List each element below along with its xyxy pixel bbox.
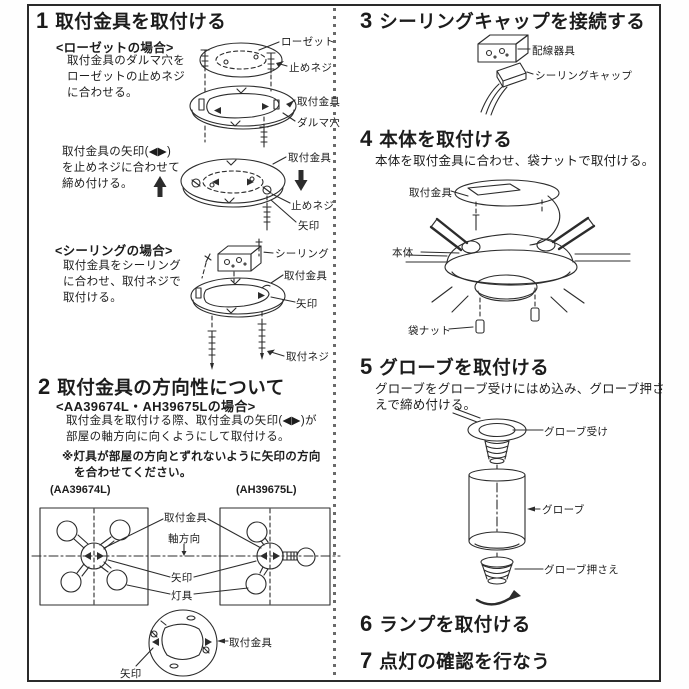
step4-title: 本体を取付ける (379, 129, 513, 150)
ceiling-instruction-line: 取付ける。 (63, 292, 122, 304)
step2-instruction-line: 部屋の軸方向に向くようにして取付ける。 (66, 431, 290, 443)
label-globe-retainer: グローブ押さえ (544, 564, 619, 576)
rosette-diagram (189, 41, 297, 148)
label-globe: グローブ (542, 504, 585, 516)
step4-heading: 4 本体を取付ける (360, 126, 512, 152)
label-bracket: 取付金具 (229, 637, 273, 649)
ceiling-case-heading: <シーリングの場合> (55, 244, 173, 258)
step1-heading: 1 取付金具を取付ける (36, 8, 226, 34)
label-body: 本体 (392, 247, 414, 259)
step2-title: 取付金具の方向性について (57, 377, 285, 398)
step5-heading: 5 グローブを取付ける (360, 354, 549, 380)
label-arrow: 矢印 (298, 220, 320, 232)
label-stop-screw: 止めネジ (289, 62, 333, 74)
ceiling-case-diagram (190, 238, 296, 370)
step6-number: 6 (360, 611, 373, 636)
label-lamp: 灯具 (171, 590, 193, 602)
step7-heading: 7 点灯の確認を行なう (360, 648, 550, 674)
step7-number: 7 (360, 648, 373, 673)
label-rosette: ローゼット (281, 36, 335, 48)
column-divider (333, 8, 336, 680)
page-frame (27, 4, 661, 682)
label-daruma-hole: ダルマ穴 (297, 117, 341, 129)
label-arrow: 矢印 (120, 668, 142, 680)
label-cap-nut: 袋ナット (408, 325, 452, 337)
tighten-instruction-line: 締め付ける。 (62, 178, 133, 190)
step2-note-line: ※灯具が部屋の方向とずれないように矢印の方向 (62, 451, 321, 463)
ceiling-instruction-line: 取付金具をシーリング (63, 260, 181, 272)
step2-number: 2 (38, 374, 51, 399)
rosette-instruction-line: 取付金具のダルマ穴を (67, 55, 185, 67)
step6-heading: 6 ランプを取付ける (360, 611, 531, 637)
rosette-instruction-line: に合わせる。 (67, 87, 138, 99)
rosette-case-heading: <ローゼットの場合> (56, 41, 174, 55)
label-bracket: 取付金具 (284, 270, 328, 282)
label-stop-screw: 止めネジ (291, 200, 335, 212)
label-wiring-device: 配線器具 (532, 45, 576, 57)
label-arrow: 矢印 (296, 298, 318, 310)
step7-title: 点灯の確認を行なう (379, 651, 551, 672)
label-globe-holder: グローブ受け (544, 426, 609, 438)
label-ceiling: シーリング (275, 248, 329, 260)
bottom-bracket-diagram (135, 609, 229, 677)
step6-title: ランプを取付ける (379, 614, 531, 635)
rosette-instruction-line: ローゼットの止めネジ (67, 71, 185, 83)
label-bracket: 取付金具 (297, 96, 341, 108)
step2-instruction-line: 取付金具を取付ける際、取付金具の矢印(◀▶)が (66, 415, 317, 427)
step5-instruction-line: グローブをグローブ受けにはめ込み、グローブ押さ (375, 382, 665, 396)
step2-heading: 2 取付金具の方向性について (38, 374, 285, 400)
step5-instruction-line: えで締め付ける。 (375, 398, 477, 412)
step1-title: 取付金具を取付ける (55, 11, 227, 32)
label-bracket: 取付金具 (288, 152, 332, 164)
step3-number: 3 (360, 8, 373, 33)
cap-diagram (477, 34, 534, 116)
model-label-aa39674l: (AA39674L) (50, 484, 111, 496)
tighten-diagram (153, 156, 308, 231)
orientation-diagram (31, 507, 341, 606)
step4-number: 4 (360, 126, 373, 151)
label-bracket: 取付金具 (164, 512, 208, 524)
model-label-ah39675l: (AH39675L) (236, 484, 297, 496)
step5-title: グローブを取付ける (379, 357, 550, 378)
step3-title: シーリングキャップを接続する (379, 11, 646, 32)
tighten-instruction-line: 取付金具の矢印(◀▶) (62, 146, 172, 158)
label-bracket: 取付金具 (409, 187, 453, 199)
step2-note-line: を合わせてください。 (74, 467, 192, 479)
body-diagram (405, 179, 631, 334)
tighten-instruction-line: を止めネジに合わせて (62, 162, 180, 174)
ceiling-instruction-line: に合わせ、取付ネジで (63, 276, 181, 288)
step3-heading: 3 シーリングキャップを接続する (360, 8, 645, 34)
step5-number: 5 (360, 354, 373, 379)
step4-instruction: 本体を取付金具に合わせ、袋ナットで取付ける。 (375, 154, 655, 168)
label-arrow: 矢印 (171, 572, 193, 584)
step2-model-heading: <AA39674L・AH39675Lの場合> (56, 399, 256, 414)
globe-diagram (452, 408, 544, 606)
step1-number: 1 (36, 8, 49, 33)
label-axis-direction: 軸方向 (168, 533, 201, 545)
label-mount-screw: 取付ネジ (286, 351, 330, 363)
label-ceiling-cap: シーリングキャップ (535, 70, 633, 82)
